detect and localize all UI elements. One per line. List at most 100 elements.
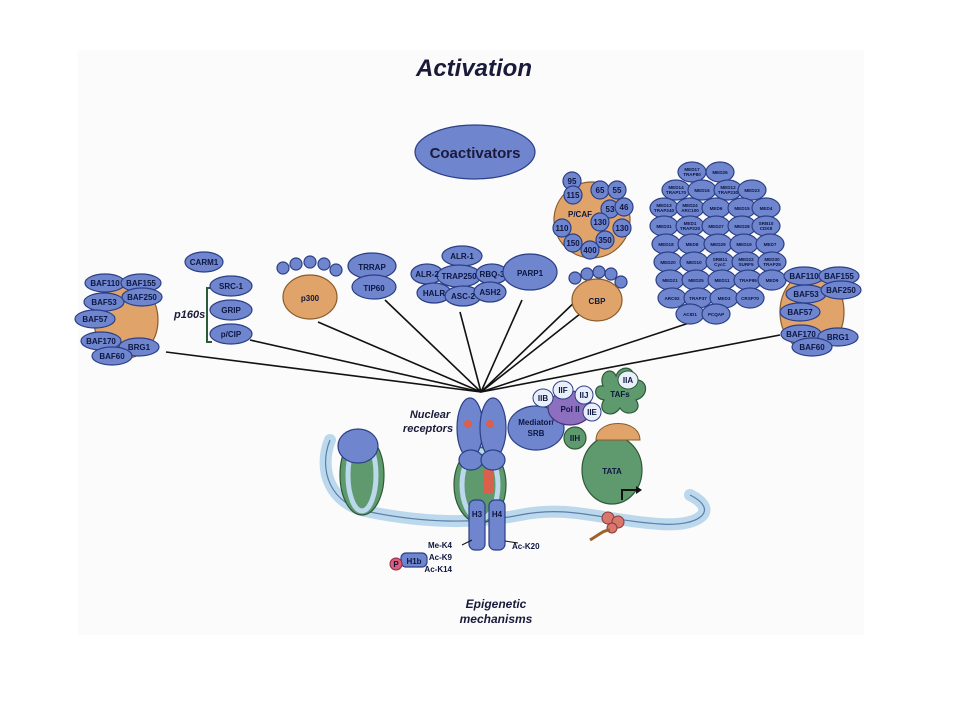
mediator-subunit-label: MED7	[764, 242, 777, 247]
swi-right-subunit-label: BAF53	[793, 290, 819, 299]
swi-right-subunit	[820, 280, 862, 300]
p300-blob	[282, 274, 338, 320]
mediator-subunit-label: MED11	[714, 278, 730, 283]
h3-tail	[468, 499, 486, 551]
swi-right-subunit	[791, 337, 833, 357]
spoke-mediator	[480, 321, 693, 393]
carm1-blob	[184, 251, 224, 273]
pcaf-subunit	[590, 212, 610, 232]
iih-label: IIH	[570, 434, 580, 443]
iia-blob	[617, 370, 639, 390]
p160s-label: p160s	[173, 309, 205, 321]
mediator-subunit-label: ACID1	[683, 312, 697, 317]
pcaf-subunit	[580, 240, 600, 260]
mediator-subunit-label: PCQAP	[708, 312, 724, 317]
pcaf-subunit-label: 95	[568, 177, 577, 186]
mediator-subunit-label: MED8	[686, 242, 699, 247]
swi-left-subunit-label: BAF57	[82, 315, 108, 324]
spoke-swi-left	[165, 351, 482, 393]
mediator-subunit	[737, 179, 767, 201]
spoke-p300	[317, 321, 482, 393]
pcaf-subunit-label: 150	[566, 239, 580, 248]
swi-right-subunit-label: BRG1	[827, 333, 850, 342]
mediator-subunit-label: MED18	[658, 242, 674, 247]
swi-left-subunit-label: BAF110	[90, 279, 120, 288]
mediator-subunit	[735, 287, 765, 309]
me-k4-label: Me-K4	[428, 541, 453, 550]
cbp-group: CBP	[568, 265, 628, 322]
pcaf-subunit-label: 115	[567, 191, 580, 200]
histone-tails: H3 H4	[461, 470, 519, 551]
alr-group: ALR-1 ALR-2 TRAP250 RBQ-3 HALR ASC-2 ASH…	[410, 245, 509, 307]
mediator-subunit-label: MED25	[688, 278, 704, 283]
iij-label: IIJ	[580, 391, 589, 400]
h4-label: H4	[492, 510, 503, 519]
mediator-subunit-label: ARC92	[664, 296, 680, 301]
p300-label: p300	[301, 294, 320, 303]
h3-label: H3	[472, 510, 483, 519]
iib-label: IIB	[538, 394, 548, 403]
receptor-right	[479, 397, 507, 459]
pcaf-subunit-label: 53	[606, 205, 615, 214]
mediator-subunit	[701, 303, 731, 325]
swi-left-subunit-label: BAF53	[91, 298, 117, 307]
tip60-label: TIP60	[363, 284, 385, 293]
trrap-label: TRRAP	[358, 263, 386, 272]
mediator-subunit-label: MED31	[656, 224, 672, 229]
carm1-label: CARM1	[190, 258, 219, 267]
mediator-subunit-label: MED29	[710, 242, 726, 247]
h4-tail	[488, 499, 506, 551]
mediator-subunit-label: MED10	[686, 260, 702, 265]
mediator-subunit-label: MED6	[710, 206, 723, 211]
h1b-group: H1b P	[389, 552, 428, 571]
mediator-subunit-label: MED28	[734, 224, 750, 229]
parp1-label: PARP1	[517, 269, 544, 278]
swi-left-subunit-label: BRG1	[128, 343, 151, 352]
spoke-p160s	[249, 339, 482, 393]
mediator-subunit-label: MED4	[760, 206, 773, 211]
mediator-subunit-label: MED26	[712, 170, 728, 175]
iie-label: IIE	[587, 408, 597, 417]
mediator-subunit-label: MED19	[736, 242, 752, 247]
tafs-label: TAFs	[610, 390, 630, 399]
receptor-left	[456, 397, 484, 459]
mediator-subunit-label: MED3	[718, 296, 731, 301]
spoke-parp1	[480, 299, 523, 393]
gtf-complex: Mediator/SRB Pol II IIB IIF IIJ IIE IIH …	[507, 367, 647, 451]
alr1-label: ALR-1	[450, 252, 474, 261]
swi-right-subunit	[779, 302, 821, 322]
swi-left-subunit	[121, 287, 163, 307]
mediator-srb-blob	[507, 405, 565, 451]
phospho-dot	[389, 557, 403, 571]
cbp-label: CBP	[589, 297, 607, 306]
src1-blob	[209, 275, 253, 297]
mediator-subunit-label: MED9	[766, 278, 779, 283]
pcaf-subunit-label: 130	[593, 218, 607, 227]
mediator-subunit-label: MED15	[734, 206, 750, 211]
pcaf-subunit	[552, 218, 572, 238]
iij-blob	[574, 385, 594, 405]
pcaf-subunit-label: 65	[596, 186, 605, 195]
pcaf-subunit	[612, 218, 632, 238]
p160s-group: CARM1 p160s SRC-1 GRIP p/CIP	[173, 251, 253, 345]
parp1-blob	[502, 253, 558, 291]
pcip-blob	[209, 323, 253, 345]
iif-blob	[552, 380, 574, 400]
pol2-label: Pol II	[560, 405, 579, 414]
pcaf-subunit-label: 400	[583, 246, 597, 255]
phospho-label: P	[393, 560, 399, 569]
iih-blob	[563, 426, 587, 450]
swi-right-subunit-label: BAF57	[787, 308, 813, 317]
mediator-subunit-label: MED16	[694, 188, 710, 193]
